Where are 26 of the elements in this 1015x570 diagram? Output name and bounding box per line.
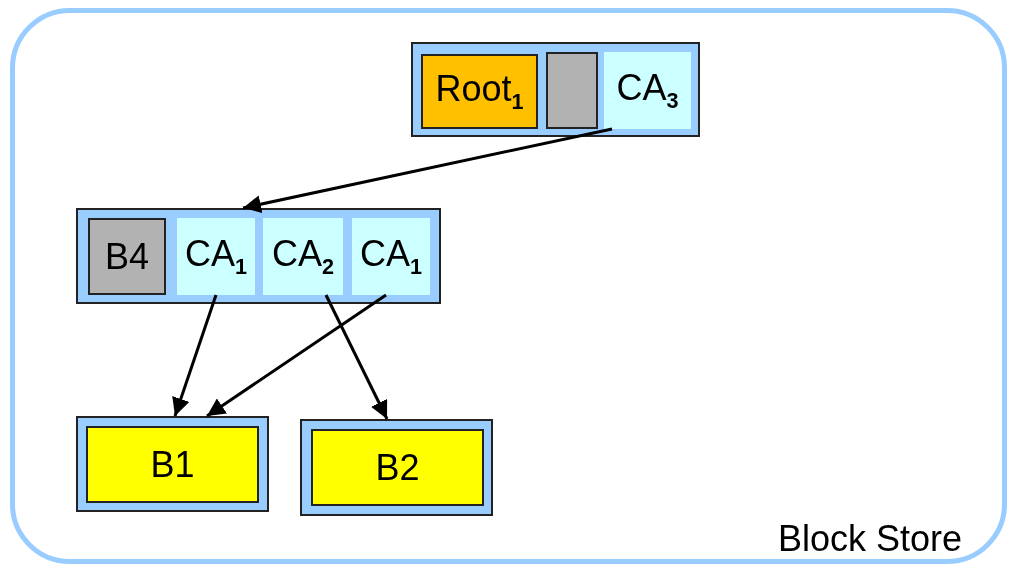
arrow (172, 294, 218, 417)
block-cell (88, 218, 166, 295)
block-label: B2 (375, 449, 420, 486)
block-box (76, 416, 269, 512)
block-box (411, 42, 700, 137)
store-panel (10, 8, 1007, 564)
block-box (76, 208, 441, 304)
block-label: B4 (105, 238, 149, 275)
data-block (311, 429, 484, 506)
block-label: CA$_{1}$ (185, 235, 247, 278)
block-label: CA$_{1}$ (360, 235, 422, 278)
block-label: CA$_{2}$ (272, 235, 334, 278)
block-label: Root$_{1}$ (435, 70, 524, 113)
arrow (242, 127, 613, 214)
address-cell (263, 218, 343, 295)
address-cell (604, 52, 691, 129)
block-box (300, 419, 493, 516)
block-cell (546, 52, 598, 129)
address-cell (177, 218, 255, 295)
block-label: B1 (150, 446, 195, 483)
block-label: CA$_{3}$ (616, 69, 679, 112)
root-cell (421, 54, 538, 129)
address-cell (352, 218, 430, 295)
store-label: Block Store (777, 521, 962, 557)
arrow (324, 294, 389, 420)
data-block (86, 426, 259, 503)
